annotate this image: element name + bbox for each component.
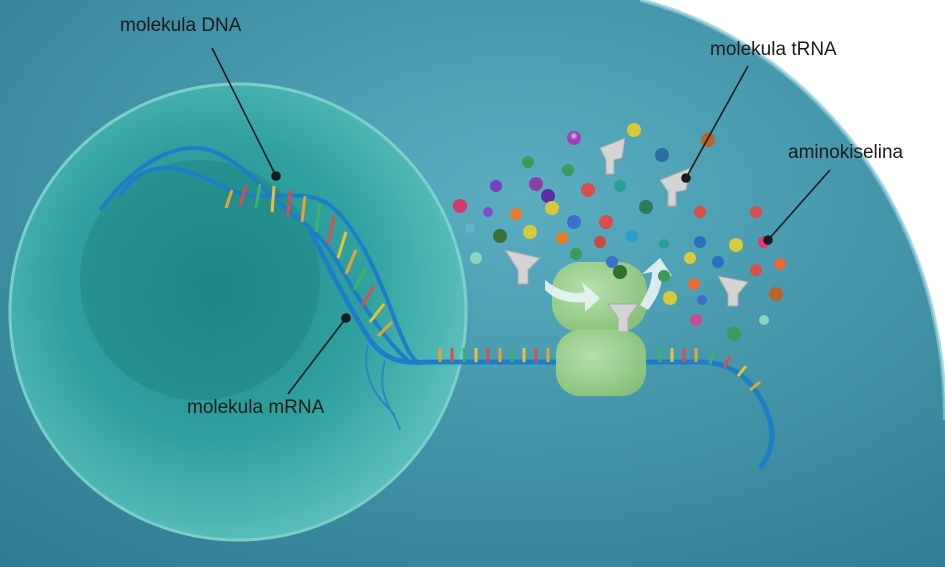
leader-trna — [685, 65, 749, 179]
label-trna: molekula tRNA — [710, 39, 837, 60]
trna-molecules — [503, 137, 749, 333]
nucleus — [8, 82, 468, 542]
dna-helix — [98, 146, 422, 431]
label-amino-acid: aminokiselina — [788, 142, 904, 163]
leader-lines — [211, 47, 831, 395]
leader-amino — [767, 169, 831, 241]
leader-dna — [211, 47, 277, 177]
nucleus-inner-shadow — [80, 160, 320, 400]
leader-mrna — [287, 317, 347, 395]
label-dna: molekula DNA — [120, 15, 242, 36]
leader-dna-dot — [271, 171, 281, 181]
leader-mrna-dot — [341, 313, 351, 323]
leader-amino-dot — [763, 235, 773, 245]
amino-acids — [453, 123, 786, 341]
mrna-bases — [438, 348, 761, 392]
dna-base-pairs — [224, 183, 394, 338]
cell-membrane — [639, 0, 945, 421]
mrna-strand — [307, 228, 775, 470]
leader-trna-dot — [681, 173, 691, 183]
label-mrna: molekula mRNA — [187, 397, 325, 418]
